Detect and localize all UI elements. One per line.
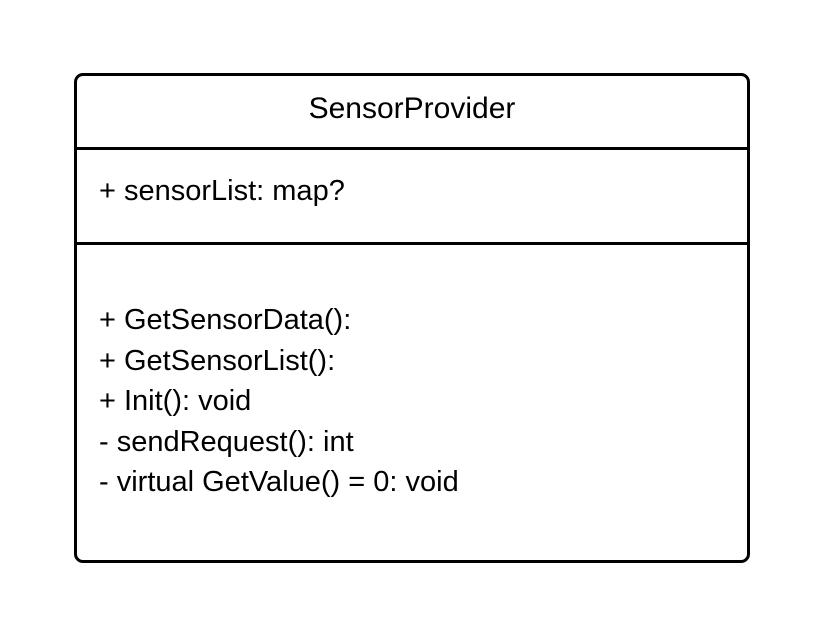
uml-class-box[interactable]: SensorProvider + sensorList: map? + GetS… [74,73,750,563]
operation-get-value: - virtual GetValue() = 0: void [99,466,459,498]
name-attributes-divider [77,147,747,150]
attributes-compartment: + sensorList: map? [99,174,345,208]
attributes-operations-divider [77,242,747,245]
operation-get-sensor-list: + GetSensorList(): [99,344,336,377]
class-name: SensorProvider [308,92,516,125]
operation-init: + Init(): void [99,385,252,417]
operation-get-sensor-data: + GetSensorData(): [99,304,352,336]
attribute-sensor-list: + sensorList: map? [99,175,345,207]
operation-send-request: - sendRequest(): int [99,425,354,458]
operations-compartment: + GetSensorData(): + GetSensorList(): + … [99,300,459,503]
